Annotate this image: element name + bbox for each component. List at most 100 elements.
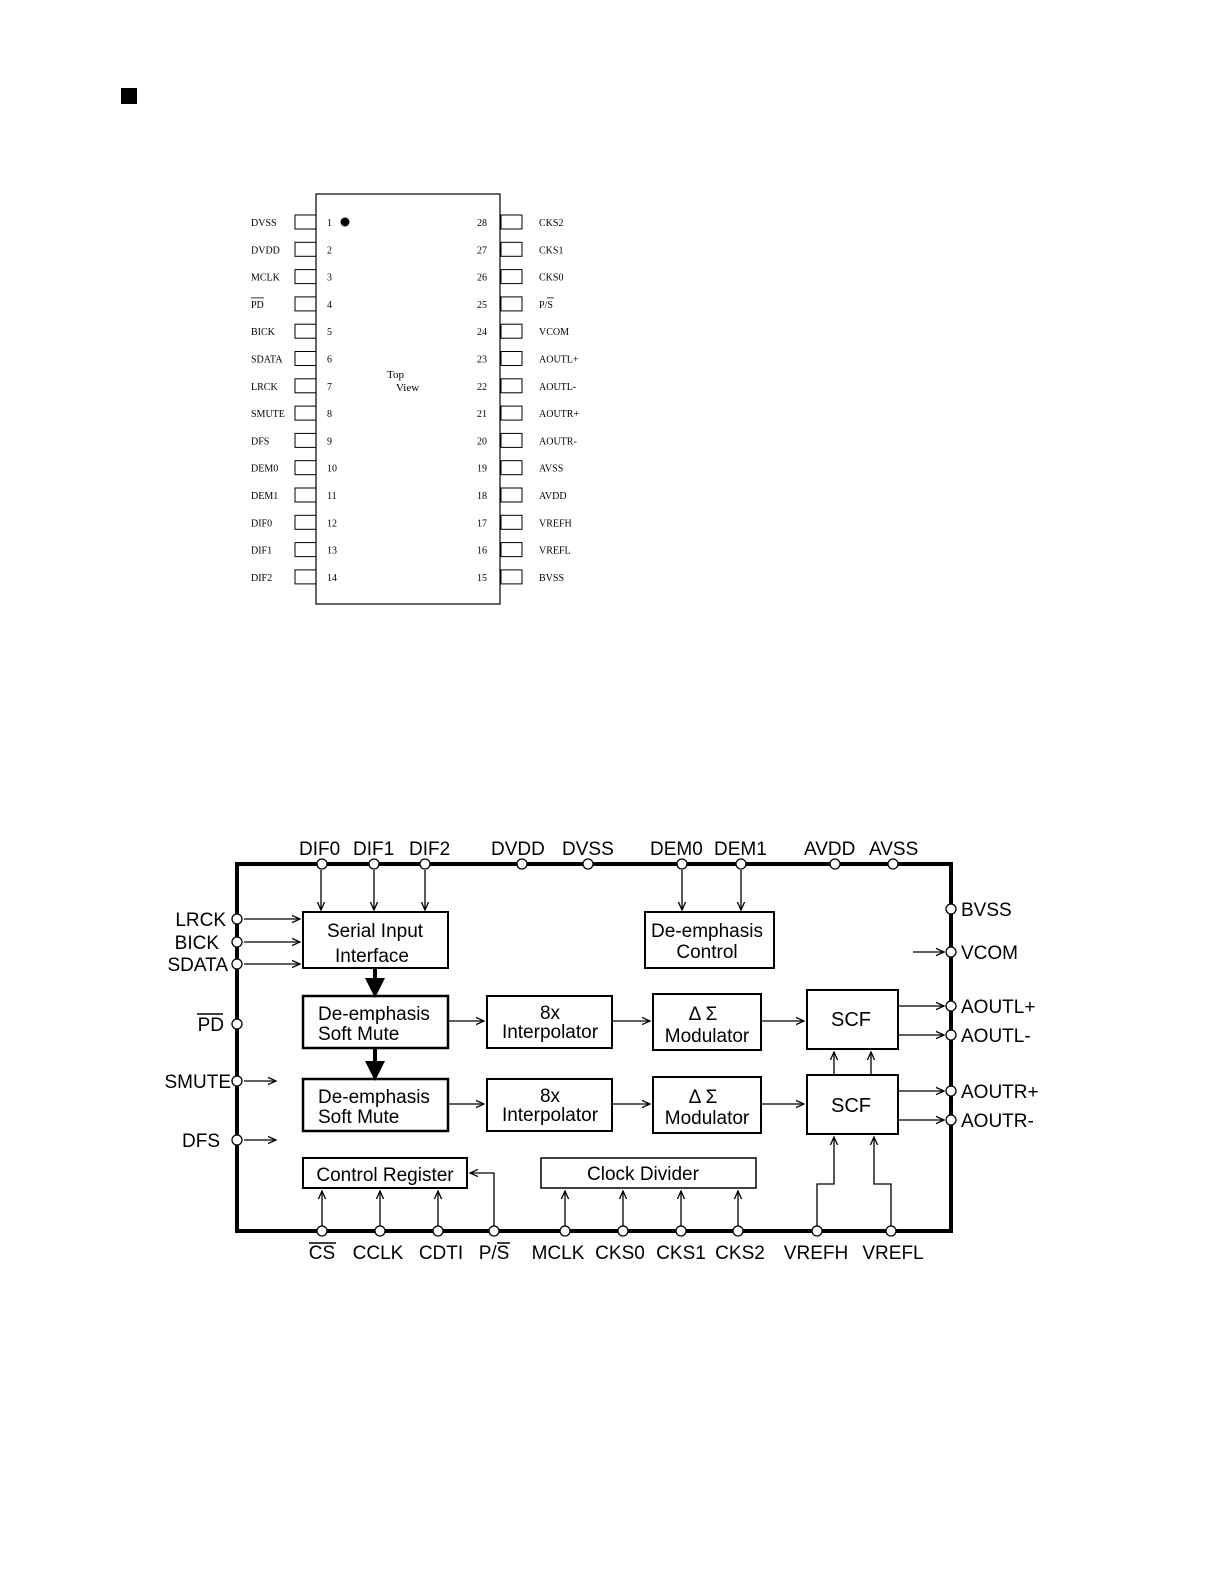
pin-name-3: MCLK [251, 273, 281, 284]
pin-number-10: 10 [327, 464, 337, 475]
pin-label-top-1: DIF1 [353, 839, 394, 860]
pin-number-26: 26 [477, 273, 487, 284]
pin-name-24: VCOM [539, 327, 569, 338]
pin-label-right-1: VCOM [961, 943, 1018, 964]
pin-label-left-4: SMUTE [165, 1072, 232, 1093]
pin-pad-14 [294, 569, 317, 585]
deemphasis-softmute-l-block [301, 994, 450, 1050]
pin-label-right-0: BVSS [961, 900, 1012, 921]
pin-name-6: SDATA [251, 355, 283, 366]
pin-pad-9 [294, 432, 317, 448]
pin-name-14: DIF2 [251, 573, 272, 584]
pin-pad-24 [500, 323, 523, 339]
interpolator-r-label: 8x [540, 1086, 561, 1107]
pin-label-top-4: DVSS [562, 839, 614, 860]
deemphasis-softmute-r-label: De-emphasis [318, 1087, 430, 1108]
pin-pad-2 [294, 241, 317, 257]
pin-name-2: DVDD [251, 245, 280, 256]
pin-pad-25 [500, 296, 523, 312]
deemphasis-softmute-l-label-2: Soft Mute [318, 1024, 399, 1045]
modulator-l-label: Δ Σ [689, 1004, 718, 1025]
pin-cks2-terminal [732, 1225, 744, 1237]
pin-pad-11 [294, 487, 317, 503]
pin-avss-terminal [887, 858, 899, 870]
pin-dfs-terminal [231, 1134, 243, 1146]
pin-name-19: AVSS [539, 464, 563, 475]
serial-input-label-2: Interface [335, 946, 409, 967]
pin-smute-terminal [231, 1075, 243, 1087]
pin-label-top-5: DEM0 [650, 839, 703, 860]
deemphasis-control-block [644, 911, 775, 969]
pin-label-top-3: DVDD [491, 839, 545, 860]
pin-label-bottom-4: MCLK [532, 1243, 585, 1264]
interpolator-l-block [486, 995, 613, 1049]
pin-pad-13 [294, 542, 317, 558]
pin-dif2-terminal [419, 858, 431, 870]
pin-name-5: BICK [251, 327, 276, 338]
scf-l-block [806, 989, 899, 1050]
pin-name-11: DEM1 [251, 491, 278, 502]
pin-name-28: CKS2 [539, 218, 563, 229]
pin-pad-20 [500, 432, 523, 448]
pin-dvss-terminal [582, 858, 594, 870]
pin-number-6: 6 [327, 355, 332, 366]
pin-label-bottom-3: P/S [479, 1243, 510, 1264]
top-view-label: Top [387, 369, 404, 381]
pin-dem1-terminal [735, 858, 747, 870]
pin-number-28: 28 [477, 218, 487, 229]
top-view-label-2: View [396, 382, 419, 394]
chip-outline [235, 862, 953, 1233]
pin-number-15: 15 [477, 573, 487, 584]
pin-label-bottom-2: CDTI [419, 1243, 463, 1264]
pin-cks1-terminal [675, 1225, 687, 1237]
pin-pad-3 [294, 269, 317, 285]
block-diagram: Serial Input Interface De-emphasis Contr… [165, 839, 1039, 1264]
pin-pad-22 [500, 378, 523, 394]
pin-name-1: DVSS [251, 218, 277, 229]
pin-aoutr--terminal [945, 1085, 957, 1097]
pin-number-18: 18 [477, 491, 487, 502]
clock-divider-block [540, 1157, 757, 1189]
pin-pad-26 [500, 269, 523, 285]
serial-input-label: Serial Input [327, 921, 424, 942]
pin-number-20: 20 [477, 436, 487, 447]
pin-label-bottom-5: CKS0 [595, 1243, 645, 1264]
pin-number-24: 24 [477, 327, 487, 338]
pin-vcom-terminal [945, 946, 957, 958]
pin-number-22: 22 [477, 382, 487, 393]
pin-number-11: 11 [327, 491, 337, 502]
pin-number-21: 21 [477, 409, 487, 420]
pin-name-22: AOUTL- [539, 382, 576, 393]
pin-number-9: 9 [327, 436, 332, 447]
pin-label-left-0: LRCK [175, 910, 226, 931]
pin-aoutr--terminal [945, 1114, 957, 1126]
pin-label-right-4: AOUTR+ [961, 1082, 1039, 1103]
scf-r-block [806, 1074, 899, 1135]
pin-name-25: P/S [539, 300, 553, 311]
interpolator-l-label: 8x [540, 1003, 561, 1024]
chip-package [315, 193, 501, 605]
pin-label-left-3: PD [198, 1015, 224, 1036]
pin-pad-8 [294, 405, 317, 421]
pin-label-left-5: DFS [182, 1131, 220, 1152]
pin-name-7: LRCK [251, 382, 278, 393]
pin-number-12: 12 [327, 518, 337, 529]
pin-pad-15 [500, 569, 523, 585]
pin-lrck-terminal [231, 913, 243, 925]
pin-dvdd-terminal [516, 858, 528, 870]
pin-name-13: DIF1 [251, 546, 272, 557]
pin-label-left-2: SDATA [167, 955, 228, 976]
pin-pad-4 [294, 296, 317, 312]
pin-aoutl--terminal [945, 1029, 957, 1041]
pin-number-1: 1 [327, 218, 332, 229]
pin-name-15: BVSS [539, 573, 564, 584]
pin-label-top-0: DIF0 [299, 839, 340, 860]
modulator-r-label-2: Modulator [665, 1108, 750, 1129]
pin-mclk-terminal [559, 1225, 571, 1237]
pin-number-3: 3 [327, 273, 332, 284]
pin-name-18: AVDD [539, 491, 567, 502]
section-bullet [121, 88, 137, 104]
pin-number-8: 8 [327, 409, 332, 420]
